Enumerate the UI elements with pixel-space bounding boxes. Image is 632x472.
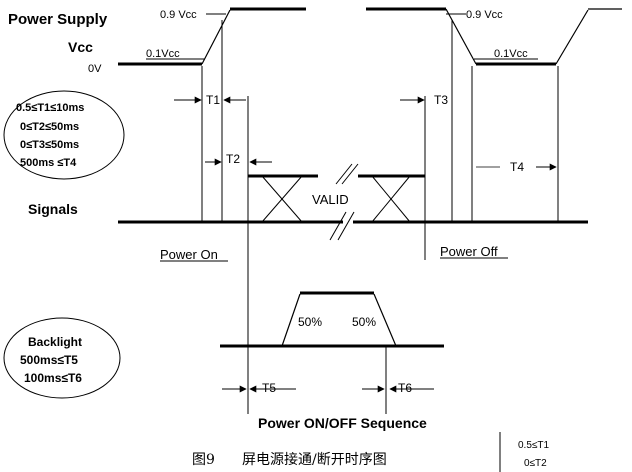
caption-figure-no: 图9 — [192, 452, 215, 468]
sequence-title: Power ON/OFF Sequence — [258, 415, 427, 431]
fall-50-label: 50% — [352, 315, 376, 329]
signals-title: Signals — [28, 201, 78, 217]
backlight-cond-t5: 500ms≤T5 — [20, 353, 78, 367]
constraint-t1: 0.5≤T1≤10ms — [16, 102, 84, 114]
valid-label: VALID — [312, 192, 349, 207]
vcc-label: Vcc — [68, 39, 93, 55]
backlight-waveform — [220, 291, 444, 348]
guide-lines — [201, 20, 559, 414]
constraints-ellipse — [3, 90, 125, 180]
off-low-label: 0.1Vcc — [494, 48, 528, 60]
constraint-t2: 0≤T2≤50ms — [20, 121, 79, 133]
constraint-t3: 0≤T3≤50ms — [20, 139, 79, 151]
power-off-waveform — [366, 7, 622, 66]
power-on-label: Power On — [160, 247, 218, 262]
snippet-line-1: 0.5≤T1 — [518, 440, 549, 451]
constraint-t4: 500ms ≤T4 — [20, 157, 77, 169]
t2-label: T2 — [226, 152, 240, 166]
snippet-line-2: 0≤T2 — [524, 458, 547, 469]
backlight-title: Backlight — [28, 335, 82, 349]
backlight-ellipse — [3, 317, 121, 399]
timing-arrows — [174, 96, 557, 393]
zero-v-label: 0V — [88, 63, 102, 75]
signal-waveform — [118, 163, 588, 241]
on-high-label: 0.9 Vcc — [160, 9, 197, 21]
t1-label: T1 — [206, 93, 220, 107]
t5-label: T5 — [262, 381, 276, 395]
off-high-label: 0.9 Vcc — [466, 9, 503, 21]
power-on-waveform — [118, 7, 306, 66]
power-supply-title: Power Supply — [8, 11, 108, 28]
t4-label: T4 — [510, 160, 524, 174]
t3-label: T3 — [434, 93, 448, 107]
backlight-cond-t6: 100ms≤T6 — [24, 371, 82, 385]
on-low-label: 0.1Vcc — [146, 48, 180, 60]
caption-text: 屏电源接通/断开时序图 — [242, 451, 387, 468]
t6-label: T6 — [398, 381, 412, 395]
power-off-label: Power Off — [440, 244, 498, 259]
rise-50-label: 50% — [298, 315, 322, 329]
